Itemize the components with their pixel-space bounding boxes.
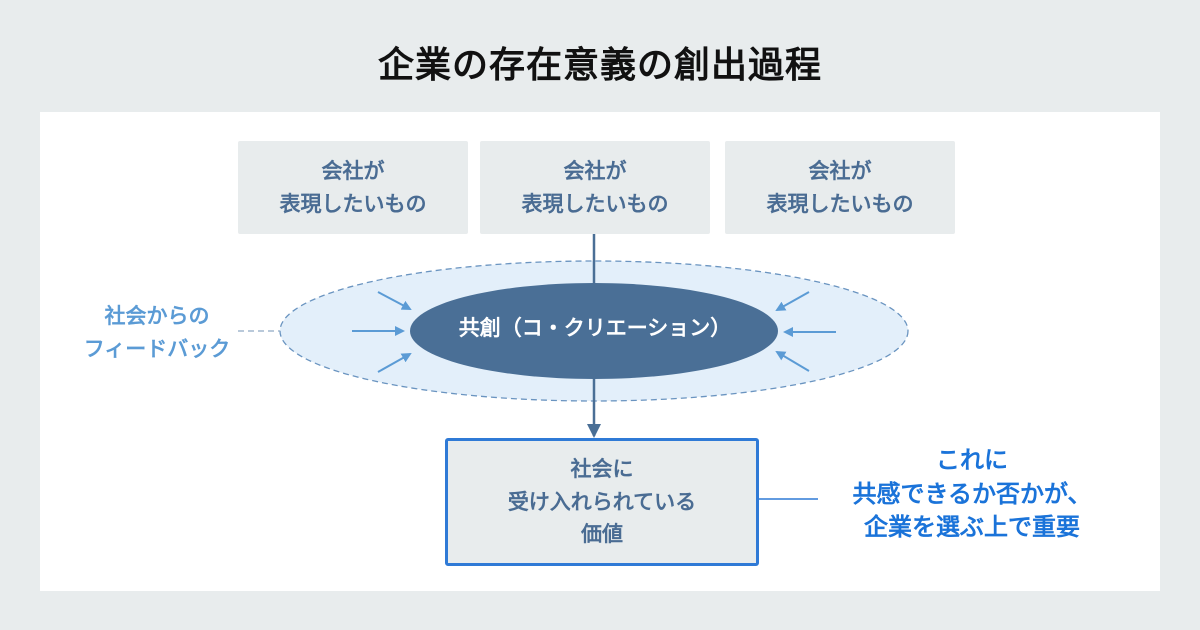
source-box-center: 会社が 表現したいもの — [480, 141, 710, 234]
source-label-line1: 会社が — [808, 158, 872, 183]
feedback-label: 社会からの フィードバック — [62, 300, 252, 365]
feedback-arrow-left-top — [377, 291, 412, 310]
source-label-line2: 表現したいもの — [279, 191, 427, 216]
cocreation-label: 共創（コ・クリエーション） — [458, 316, 732, 340]
value-line3: 価値 — [581, 522, 623, 547]
feedback-arrow-right-top — [775, 291, 810, 311]
feedback-arrow-left-bottom — [377, 353, 412, 373]
feedback-arrow-right-bottom — [775, 350, 810, 372]
feedback-label-line2: フィードバック — [83, 336, 231, 361]
source-label-line1: 会社が — [563, 158, 627, 183]
cocreation-ellipse — [410, 283, 778, 379]
source-box-left: 会社が 表現したいもの — [238, 141, 468, 234]
source-label-line2: 表現したいもの — [521, 191, 669, 216]
source-box-right: 会社が 表現したいもの — [725, 141, 955, 234]
source-label-line2: 表現したいもの — [766, 191, 914, 216]
note-line2: 共感できるか否かが、 — [852, 479, 1092, 508]
value-line2: 受け入れられている — [507, 489, 697, 514]
accepted-value-box: 社会に 受け入れられている 価値 — [445, 438, 759, 566]
feedback-label-line1: 社会からの — [104, 304, 210, 328]
value-line1: 社会に — [570, 457, 634, 482]
source-label-line1: 会社が — [321, 158, 385, 183]
diagram-title: 企業の存在意義の創出過程 — [377, 45, 822, 86]
note-line3: 企業を選ぶ上で重要 — [864, 513, 1080, 542]
importance-note: これに 共感できるか否かが、 企業を選ぶ上で重要 — [812, 444, 1132, 545]
note-line1: これに — [936, 446, 1008, 474]
